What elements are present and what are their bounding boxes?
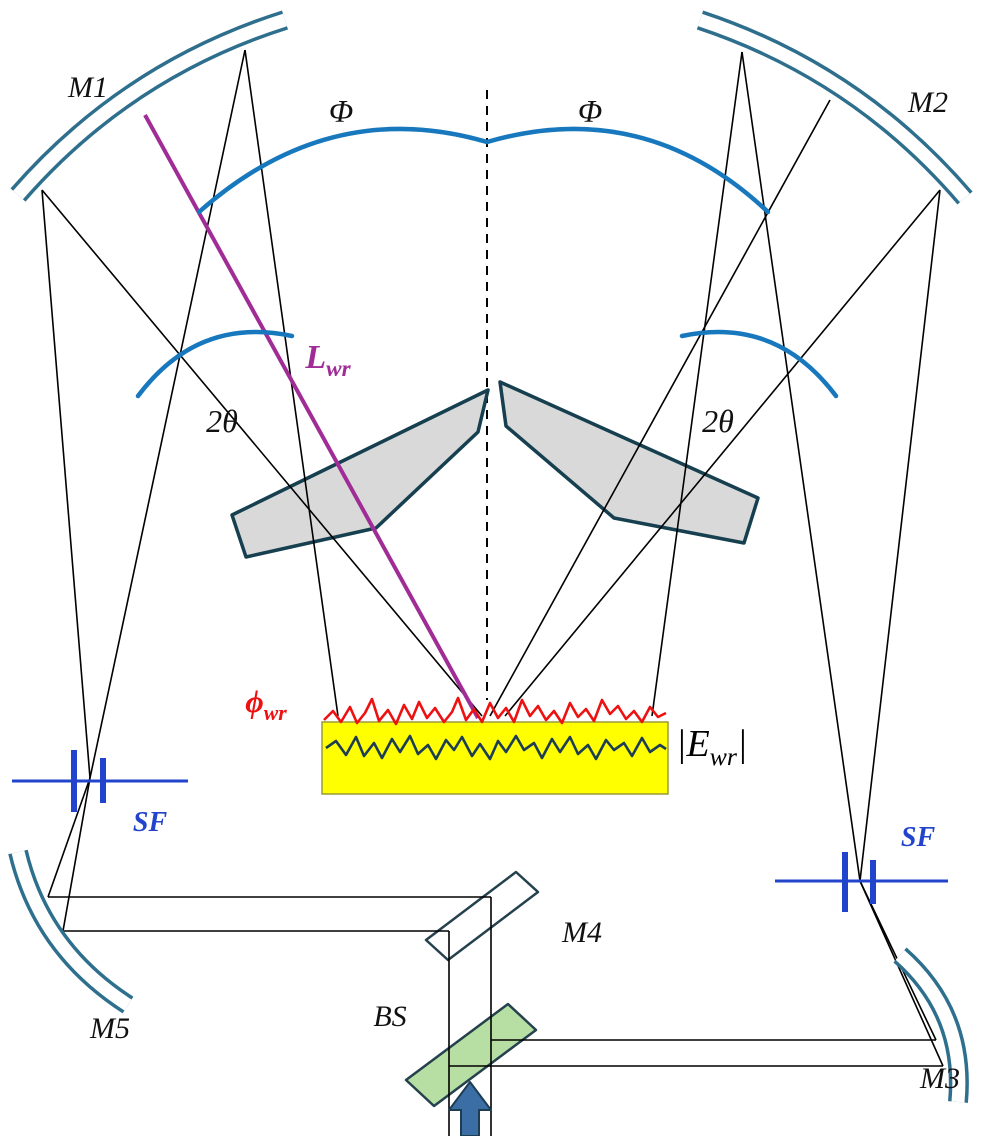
label-two-theta-right: 2θ: [702, 403, 734, 439]
beam-segment: [741, 51, 861, 882]
label-ewr-sub: wr: [710, 742, 738, 771]
beam-group-left: [41, 49, 491, 932]
mirror-m4-slab: [424, 870, 540, 962]
label-phiwr-sub: wr: [264, 701, 288, 725]
mirror-m1-face: [13, 13, 287, 200]
beamsplitter-slab: [404, 1002, 538, 1108]
beam-segment: [489, 99, 831, 717]
beam-segment: [859, 880, 944, 1067]
label-sf-right: SF: [901, 822, 936, 853]
label-phi-left: Φ: [329, 93, 353, 129]
angle-arc-phi-left: [196, 126, 490, 215]
beam-segment: [651, 51, 743, 717]
mirror-m1-body: [10, 10, 289, 202]
mirror-m5: [8, 849, 134, 1014]
mirror-m3-face: [895, 950, 966, 1103]
mirror-m3: [893, 947, 969, 1103]
angle-arc-phi-right: [484, 126, 771, 215]
spatial-filter-right: [775, 852, 948, 912]
label-m3: M3: [919, 1062, 960, 1095]
label-sf-left: SF: [133, 807, 168, 838]
beam-segment: [41, 189, 91, 779]
label-phiwr-main: ϕ: [245, 683, 264, 719]
path-length-ray: [143, 114, 480, 719]
sample-substrate: [321, 721, 669, 795]
angle-arc-two-theta-left: [135, 329, 295, 399]
sample: [321, 696, 669, 795]
beam-group-right: [449, 51, 944, 1067]
beam-segment: [504, 189, 941, 717]
beam-segment: [89, 49, 246, 779]
wedge-prism-right: [498, 380, 760, 545]
beam-segment: [62, 777, 91, 932]
beam-segment: [41, 189, 483, 717]
mirror-m2-face: [697, 13, 970, 203]
label-ewr-post: |: [737, 723, 747, 765]
mirror-m5-face: [11, 850, 132, 1011]
phase-profile-line: [323, 696, 667, 726]
field-profile-line: [325, 734, 667, 761]
label-ewr: |Ewr|: [676, 723, 747, 771]
mirror-m1: [10, 10, 289, 202]
beam-segment: [47, 777, 91, 898]
beam-group-input: [448, 897, 492, 1136]
label-m2: M2: [907, 86, 948, 119]
label-phiwr: ϕwr: [245, 683, 287, 725]
label-m1: M1: [67, 71, 108, 104]
input-beam-arrow-icon: [448, 1081, 492, 1136]
spatial-filter-left: [12, 750, 188, 812]
beam-segment: [859, 189, 941, 882]
label-lwr-main: L: [304, 339, 326, 376]
angle-arc-two-theta-right: [679, 329, 839, 399]
label-m4: M4: [561, 916, 602, 949]
label-ewr-pre: |E: [676, 723, 710, 765]
mirror-m2: [696, 10, 973, 205]
label-two-theta-left: 2θ: [206, 403, 238, 439]
label-phi-right: Φ: [578, 93, 602, 129]
label-bs: BS: [373, 1000, 406, 1033]
wedge-prism-left: [230, 388, 490, 559]
label-lwr: Lwr: [304, 339, 351, 382]
label-lwr-sub: wr: [326, 356, 351, 382]
label-m5: M5: [89, 1012, 130, 1045]
